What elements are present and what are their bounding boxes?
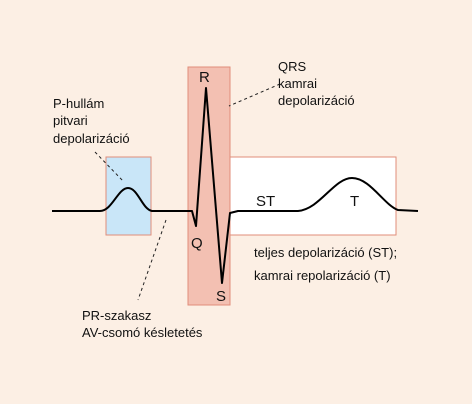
p-wave-leader bbox=[94, 151, 125, 183]
pr-segment-label-1: PR-szakasz bbox=[82, 308, 151, 323]
qrs-label-2: kamrai bbox=[278, 76, 317, 91]
st-point-label: ST bbox=[256, 193, 275, 210]
p-wave-box bbox=[105, 156, 152, 236]
st-t-box bbox=[229, 156, 397, 236]
p-wave-label-1: P-hullám bbox=[53, 96, 104, 111]
q-point-label: Q bbox=[191, 235, 203, 252]
p-wave-label-2: pitvari bbox=[53, 113, 88, 128]
t-point-label: T bbox=[350, 193, 359, 210]
pr-segment-leader bbox=[137, 219, 167, 301]
r-point-label: R bbox=[199, 69, 210, 86]
ecg-trace bbox=[52, 87, 419, 284]
qrs-label-3: depolarizáció bbox=[278, 93, 355, 108]
st-t-label-2: kamrai repolarizáció (T) bbox=[254, 268, 391, 283]
p-wave-label-3: depolarizáció bbox=[53, 131, 130, 146]
st-t-label-1: teljes depolarizáció (ST); bbox=[254, 245, 397, 260]
pr-segment-label-2: AV-csomó késletetés bbox=[82, 325, 203, 340]
qrs-label-1: QRS bbox=[278, 59, 307, 74]
qrs-box bbox=[187, 66, 231, 306]
s-point-label: S bbox=[216, 288, 226, 305]
